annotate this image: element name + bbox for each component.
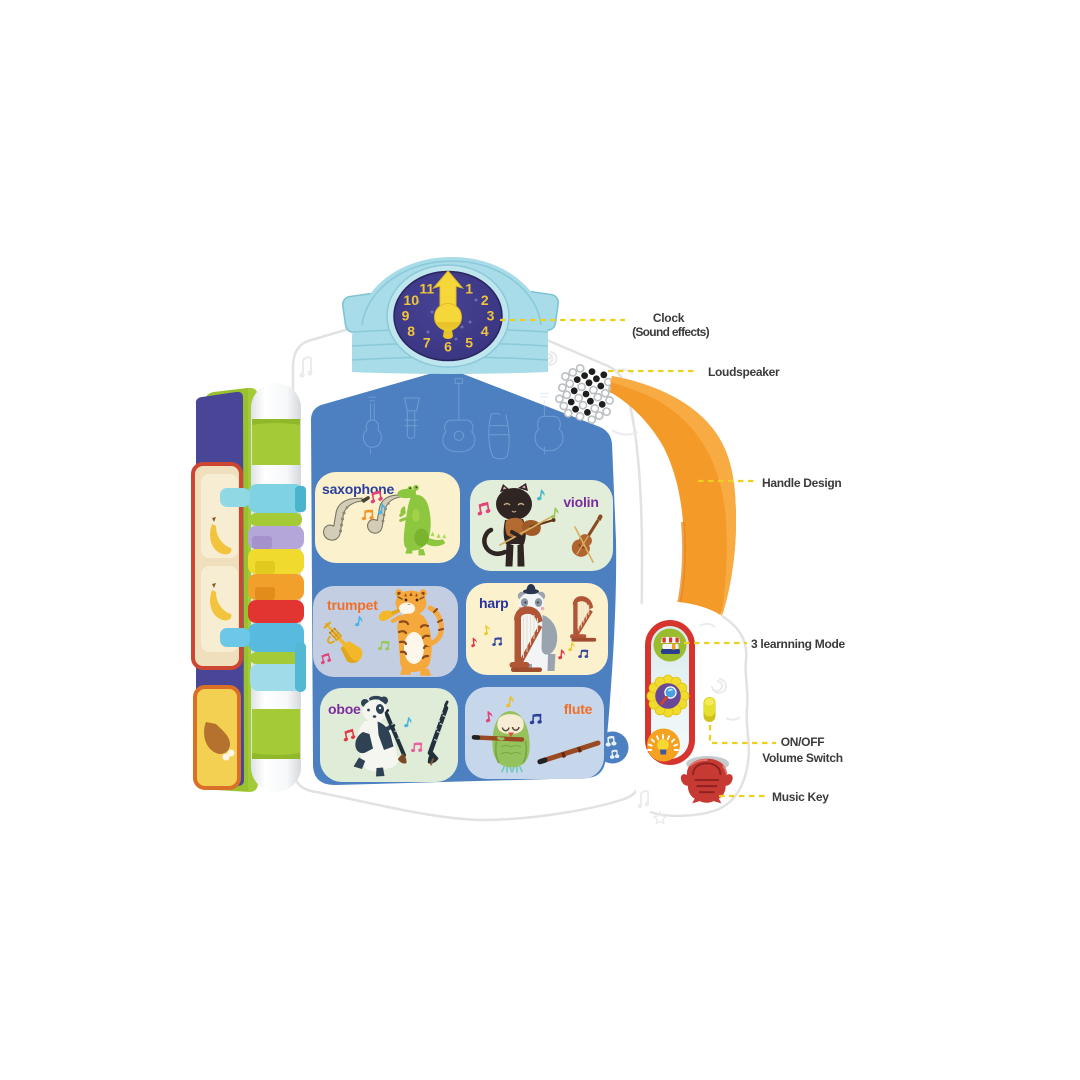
svg-text:flute: flute — [564, 701, 593, 717]
svg-text:4: 4 — [481, 323, 489, 339]
svg-text:7: 7 — [423, 334, 431, 350]
svg-text:3 learnning Mode: 3 learnning Mode — [751, 637, 846, 651]
svg-text:violin: violin — [563, 494, 598, 510]
svg-text:harp: harp — [479, 595, 509, 611]
svg-text:oboe: oboe — [328, 701, 361, 717]
svg-text:6: 6 — [444, 339, 452, 355]
svg-text:8: 8 — [407, 323, 415, 339]
svg-text:trumpet: trumpet — [327, 597, 378, 613]
svg-text:Music Key: Music Key — [772, 790, 829, 804]
svg-text:2: 2 — [481, 292, 489, 308]
svg-text:Loudspeaker: Loudspeaker — [708, 365, 780, 379]
svg-text:Clock: Clock — [653, 311, 685, 325]
svg-text:10: 10 — [403, 292, 419, 308]
svg-text:Handle Design: Handle Design — [762, 476, 841, 490]
svg-text:ON/OFF: ON/OFF — [781, 735, 825, 749]
svg-text:Volume Switch: Volume Switch — [762, 751, 843, 765]
svg-text:11: 11 — [419, 281, 434, 297]
svg-text:5: 5 — [465, 334, 473, 350]
svg-text:1: 1 — [465, 281, 473, 297]
svg-text:9: 9 — [402, 308, 410, 324]
svg-text:saxophone: saxophone — [322, 481, 395, 497]
svg-text:3: 3 — [487, 308, 495, 324]
svg-text:(Sound effects): (Sound effects) — [632, 325, 710, 339]
